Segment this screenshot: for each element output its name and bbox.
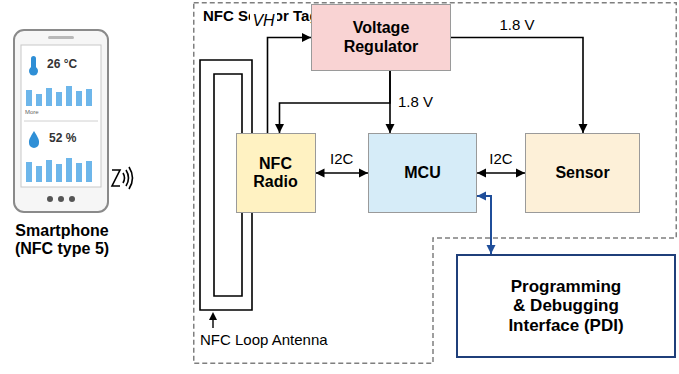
signal-label: VH — [250, 12, 276, 30]
arrowhead — [302, 33, 311, 42]
box-label: Voltage Regulator — [318, 19, 444, 56]
arrowhead — [487, 245, 496, 254]
connector — [268, 33, 312, 133]
antenna-caption: NFC Loop Antenna — [200, 331, 328, 348]
screen-reading: 52 % — [49, 132, 76, 146]
box-label: MCU — [404, 164, 440, 182]
box-label: Sensor — [555, 164, 609, 182]
device-caption: Smartphone (NFC type 5) — [4, 222, 120, 259]
connector — [451, 38, 588, 134]
box-label: Programming & Debugging Interface (PDI) — [505, 277, 627, 336]
connector-line — [268, 38, 312, 134]
arrowhead — [359, 169, 368, 178]
connector — [477, 192, 496, 255]
connector — [316, 169, 369, 178]
connector-line — [451, 38, 583, 134]
arrowhead — [386, 124, 395, 133]
signal-label: 1.8 V — [396, 94, 435, 111]
box-label: NFC Radio — [243, 155, 309, 192]
screen-reading: 26 °C — [47, 58, 77, 72]
arrowhead — [579, 124, 588, 133]
leader-arrow — [209, 312, 217, 328]
connector — [477, 169, 525, 178]
sensor-box: Sensor — [525, 133, 640, 213]
arrowhead — [477, 169, 486, 178]
arrowhead — [516, 169, 525, 178]
smartphone-illustration — [14, 30, 108, 212]
arrowhead — [275, 124, 284, 133]
connector-line — [280, 71, 391, 133]
connector — [275, 71, 390, 133]
signal-label: I2C — [328, 151, 355, 168]
signal-label: 1.8 V — [497, 17, 536, 34]
radio-box: NFC Radio — [236, 133, 316, 213]
regulator-box: Voltage Regulator — [311, 4, 451, 71]
signal-label: I2C — [487, 151, 514, 168]
arrowhead — [477, 192, 486, 201]
pdi-box: Programming & Debugging Interface (PDI) — [456, 254, 676, 358]
mcu-box: MCU — [368, 133, 477, 213]
wireless-symbol — [112, 167, 133, 189]
arrowhead — [316, 169, 325, 178]
screen-link: More — [25, 109, 39, 116]
